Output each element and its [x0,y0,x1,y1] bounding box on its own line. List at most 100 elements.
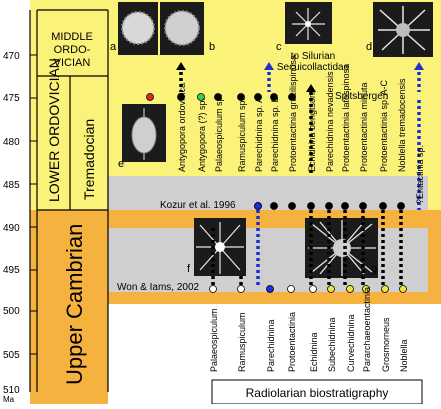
dot-kozur-6 [359,202,367,210]
ordovician-background [0,0,441,210]
upper-cambrian-label: Upper Cambrian [62,224,87,385]
dot-won-grosmorneus [381,285,389,293]
taxon-label-lower-1: Ramuspiculum [237,312,247,372]
taxon-label-upper-10: Protoentactinia minuta [359,82,369,172]
spitsbergen-label: Spitsbergen [335,91,388,102]
arrow-parechidnina-sp-a [264,62,274,70]
taxon-label-lower-3: Protoentactinia [287,312,297,372]
dot-protoentactinia-grac [288,93,296,101]
taxon-label-upper-11: Protoentactinia sp. A-C [379,79,389,172]
photo-a [118,2,158,55]
tick-label-475: 475 [3,93,20,104]
taxon-ranges [146,62,424,293]
dot-won-palaeospiculum [209,285,217,293]
taxon-label-lower-7: Pararchaeoentactinia [362,287,372,372]
photo-label-f: f [187,263,191,275]
dot-kozur-7 [379,202,387,210]
dot-kozur-3 [307,202,315,210]
dot-won-protoentactinia [287,285,295,293]
tick-label-490: 490 [3,223,20,234]
taxon-label-upper-2: Palaeospiculum sp. [214,94,224,172]
dot-won-ramuspiculum [237,285,245,293]
tick-label-480: 480 [3,137,20,148]
taxon-label-lower-2: Parechidnina [266,319,276,372]
taxon-label-upper-3: Ramuspiculum sp. [237,98,247,172]
tick-label-510: 510 [3,385,20,396]
tick-label-470: 470 [3,51,20,62]
dot-kozur-4 [325,202,333,210]
photo-label-c: c [276,41,282,53]
tick-label-500: 500 [3,306,20,317]
photo-d [373,2,433,57]
taxon-label-lower-5: Subechidnina [327,317,337,372]
middle-ordovician-label-1: MIDDLE [51,31,93,43]
title-box [211,379,423,405]
taxon-label-upper-6: Protoentactinia gracilispinosa [288,55,298,172]
tick-label-485: 485 [3,180,20,191]
dot-kozur-5 [341,202,349,210]
middle-ordovician-label-2: ORDO- [54,44,91,56]
taxon-label-lower-6: Curvechidnina [346,314,356,372]
to-silurian-label: to Silurian [291,51,335,62]
dot-won-pararchaeo [362,285,370,293]
taxon-label-upper-12: Noblella tremadocensis [397,78,407,172]
dot-parechidnina-b [270,93,278,101]
axis-ticks: 470 475 480 485 490 495 500 505 510 Ma [3,51,20,404]
dot-won-echidnina [309,285,317,293]
lower-ordovician-label: LOWER ORDOVICIAN [46,58,62,202]
photo-c [285,2,332,44]
kozur-grey-band [108,176,428,210]
tick-label-495: 495 [3,265,20,276]
photo-label-g: g [371,263,377,275]
figure-title: Radiolarian biostratigraphy [246,386,389,400]
secuicollactidae-label: Secuicollactidae [277,62,350,73]
photo-b [160,2,204,55]
photo-e [122,104,166,162]
won-band-label: Won & Iams, 2002 [117,282,200,293]
upper-taxa-labels: Antygopora ordovicica Antygopora (?) sp. P… [177,55,425,204]
arrow-entactinia [414,62,424,70]
dot-won-parechidnina [266,285,274,293]
photo-label-b: b [209,41,215,53]
middle-ordovician-label-3: VICIAN [54,57,91,69]
taxon-label-lower-4: Echidnina [309,332,319,372]
taxon-label-upper-13: ?Entactinia sp. [415,145,425,204]
dot-won-subechidnina [327,285,335,293]
taxon-label-upper-5: Parechidnina sp. B [270,96,280,172]
arrow-antygopora-ordovicica [176,62,186,70]
photo-g [305,218,378,278]
taxon-label-upper-0: Antygopora ordovicica [177,83,187,172]
taxon-label-upper-4: Parechidnina sp. A [254,97,264,172]
unit-label: Ma [3,395,15,404]
dot-won-curvechidnina [346,285,354,293]
dot-kozur-8 [397,202,405,210]
taxon-label-upper-9: Protoentactinia latospinosa [341,64,351,172]
taxon-label-upper-1: Antygopora (?) sp. [197,98,207,172]
photo-label-d: d [366,41,372,53]
photo-f [194,218,246,276]
taxon-label-lower-8: Grosmorneus [381,317,391,372]
dot-red-antygopora [146,93,154,101]
taxon-label-upper-8: Parechidnina nevadensis [325,71,335,172]
taxon-label-lower-9: Noblella [399,339,409,372]
white-strip-left [0,0,30,404]
dot-kozur-1 [270,202,278,210]
dot-palaeospiculum [214,93,222,101]
dot-kozur-2 [288,202,296,210]
dot-won-noblella [399,285,407,293]
taxon-label-upper-7: Echidnina bengtsoni [307,91,317,172]
arrow-echidnina [306,84,316,92]
dot-antygopora-sp [197,93,205,101]
kozur-band-label: Kozur et al. 1996 [160,200,236,211]
taxon-label-lower-0: Palaeospiculum [209,308,219,372]
photo-label-a: a [110,41,117,53]
lower-taxa-labels: Palaeospiculum Ramuspiculum Parechidnina Pr… [209,287,409,372]
photo-label-e: e [118,158,124,170]
dot-kozur-blue [254,202,262,210]
tick-label-505: 505 [3,350,20,361]
dot-ramuspiculum [237,93,245,101]
dot-antygopora-ordovicica [177,93,185,101]
dot-parechidnina-a [254,93,262,101]
